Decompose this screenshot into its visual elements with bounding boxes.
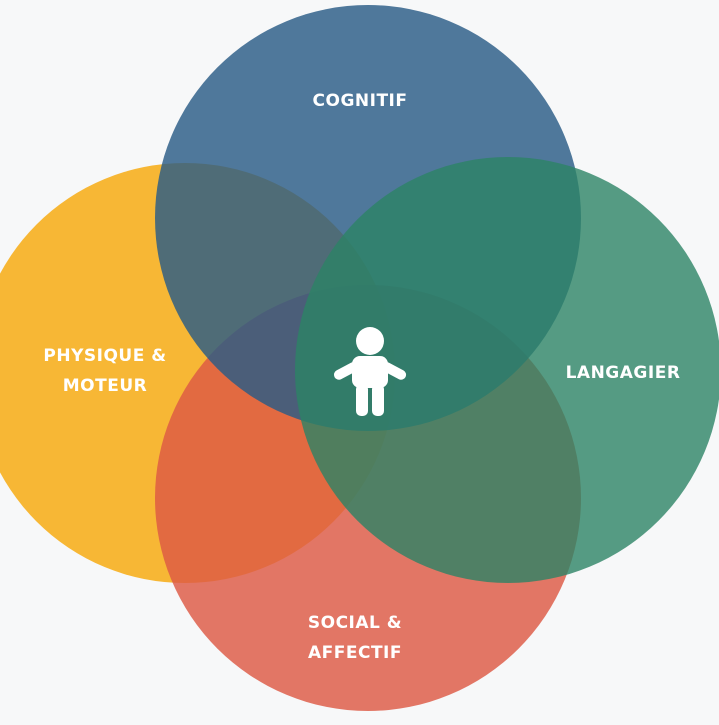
label-social-affectif: SOCIAL & AFFECTIF [255, 608, 455, 668]
label-social-line-2: AFFECTIF [307, 643, 402, 663]
label-physique-line-1: PHYSIQUE & [43, 346, 167, 366]
label-physique-moteur: PHYSIQUE & MOTEUR [20, 341, 190, 401]
circle-langagier [295, 157, 719, 583]
label-langagier: LANGAGIER [548, 358, 698, 388]
label-physique-line-2: MOTEUR [62, 376, 148, 396]
label-langagier-text: LANGAGIER [565, 363, 681, 383]
label-social-line-1: SOCIAL & [307, 613, 403, 633]
label-cognitif-text: COGNITIF [312, 91, 408, 111]
child-icon [333, 327, 407, 416]
label-cognitif: COGNITIF [250, 86, 470, 116]
